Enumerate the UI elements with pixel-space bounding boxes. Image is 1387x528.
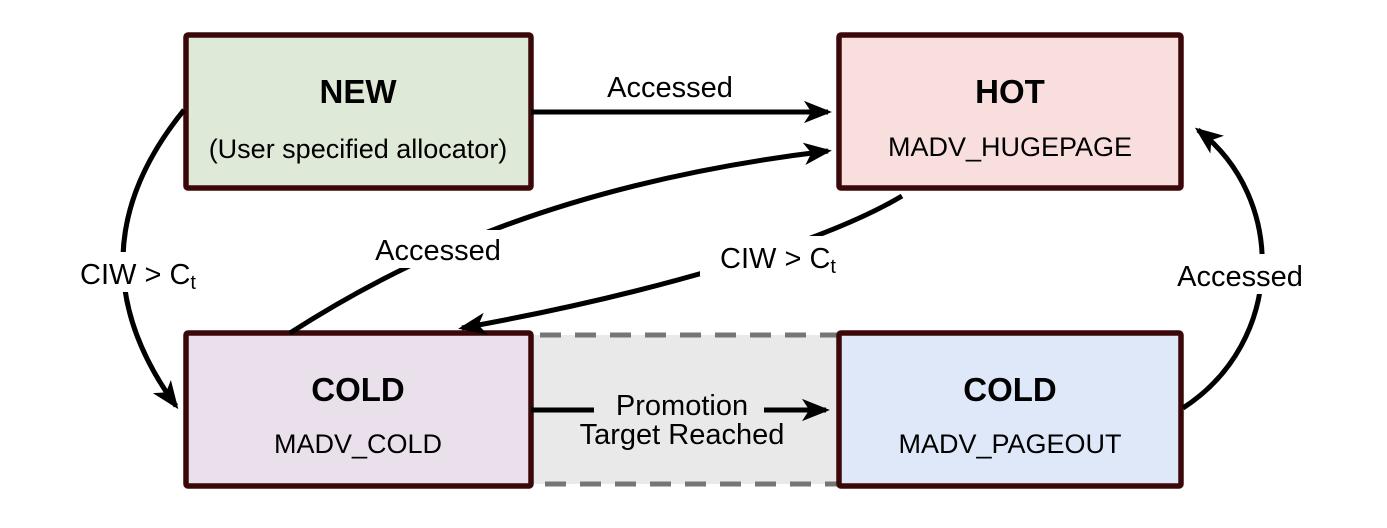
state-node-cold-madv-pageout: COLD MADV_PAGEOUT <box>836 330 1184 489</box>
edge-label-new-to-cold-main: CIW > C <box>80 259 190 291</box>
edge-cold-to-hot <box>288 142 832 336</box>
label-halo <box>62 252 214 292</box>
state-node-new-box <box>183 32 534 191</box>
state-node-cold-madv-cold-title: COLD <box>311 371 405 408</box>
edge-label-pageout-to-hot: Accessed <box>1177 261 1303 293</box>
edge-label-promotion-line2: Target Reached <box>580 419 785 451</box>
label-halo <box>700 236 865 276</box>
state-node-hot: HOT MADV_HUGEPAGE <box>836 32 1184 191</box>
state-node-hot-title: HOT <box>975 73 1045 110</box>
edge-label-hot-to-cold-main: CIW > C <box>720 243 830 275</box>
state-node-cold-madv-pageout-title: COLD <box>963 371 1057 408</box>
edge-label-new-to-hot: Accessed <box>607 72 733 104</box>
state-node-cold-madv-cold-subtitle: MADV_COLD <box>274 429 442 459</box>
state-node-cold-madv-pageout-subtitle: MADV_PAGEOUT <box>898 429 1121 459</box>
edge-label-promotion-line1: Promotion <box>616 390 748 422</box>
edge-label-new-to-cold-subscript: t <box>190 272 196 294</box>
edge-label-hot-to-cold: CIW > Ct <box>720 243 836 278</box>
label-halo <box>1162 254 1320 294</box>
state-node-new-title: NEW <box>320 73 398 110</box>
state-node-new: NEW (User specified allocator) <box>183 32 534 191</box>
edge-label-new-to-cold: CIW > Ct <box>80 259 196 294</box>
state-node-hot-box <box>836 32 1184 191</box>
state-node-cold-madv-pageout-box <box>836 330 1184 489</box>
label-halo <box>358 230 520 268</box>
state-node-new-subtitle: (User specified allocator) <box>209 134 508 164</box>
state-node-hot-subtitle: MADV_HUGEPAGE <box>888 132 1132 162</box>
edge-label-hot-to-cold-subscript: t <box>830 256 836 278</box>
state-node-cold-madv-cold-box <box>183 330 534 489</box>
edge-label-cold-to-hot: Accessed <box>375 235 501 267</box>
state-node-cold-madv-cold: COLD MADV_COLD <box>183 330 534 489</box>
